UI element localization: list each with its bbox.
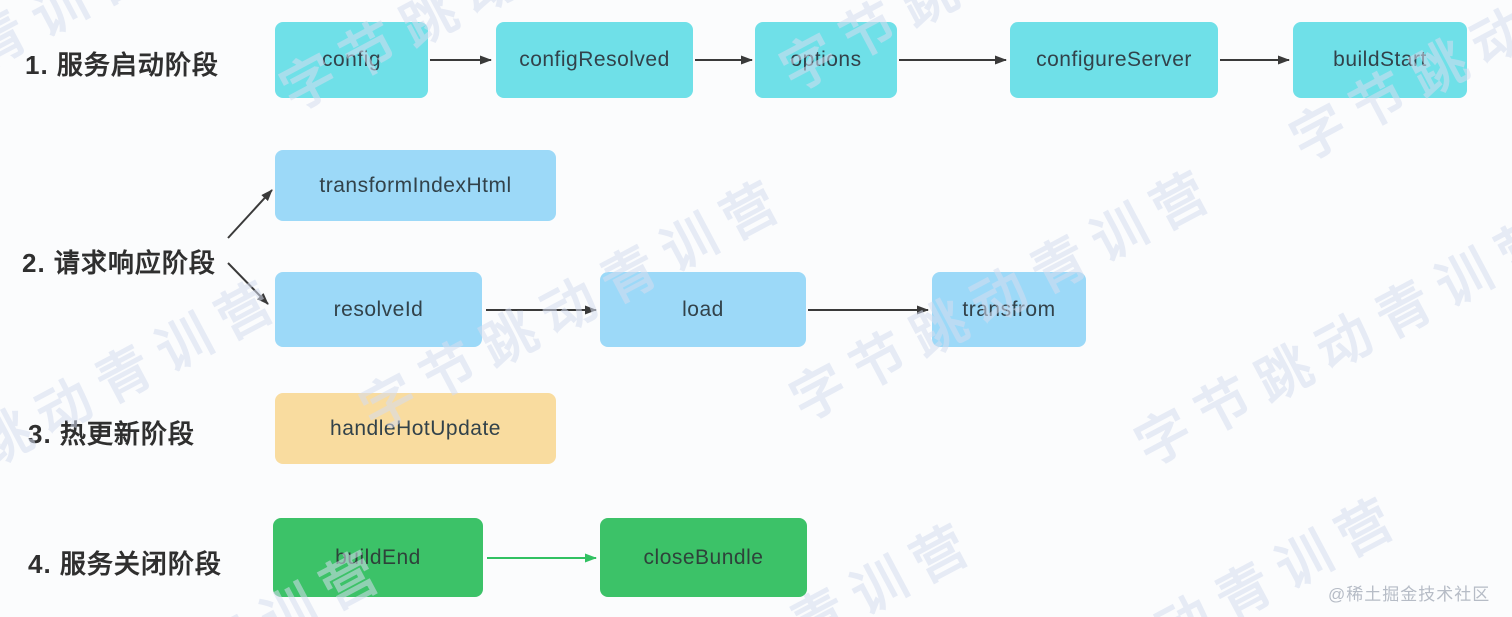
watermark-text: 字节跳动青训营: [0, 0, 170, 208]
node-closebundle: closeBundle: [600, 518, 807, 597]
node-config: config: [275, 22, 428, 98]
watermark-text: 字节跳动青训营: [0, 266, 295, 543]
node-buildstart: buildStart: [1293, 22, 1467, 98]
node-transfrom: transfrom: [932, 272, 1086, 347]
credit-watermark: @稀土掘金技术社区: [1328, 585, 1491, 604]
node-resolveid: resolveId: [275, 272, 482, 347]
node-buildend: buildEnd: [273, 518, 483, 597]
arrow-label-resolveid: [227, 262, 269, 305]
arrow-label-transformindexhtml: [227, 189, 273, 239]
watermark-text: 字节跳动青训营: [1126, 201, 1512, 478]
node-load: load: [600, 272, 806, 347]
phase-label-close: 4. 服务关闭阶段: [28, 549, 222, 579]
node-transformindexhtml: transformIndexHtml: [275, 150, 556, 221]
phase-label-startup: 1. 服务启动阶段: [25, 50, 219, 80]
node-configureserver: configureServer: [1010, 22, 1218, 98]
node-configresolved: configResolved: [496, 22, 693, 98]
node-options: options: [755, 22, 897, 98]
node-handlehotupdate: handleHotUpdate: [275, 393, 556, 464]
phase-label-hmr: 3. 热更新阶段: [28, 419, 195, 449]
phase-label-request: 2. 请求响应阶段: [22, 248, 216, 278]
